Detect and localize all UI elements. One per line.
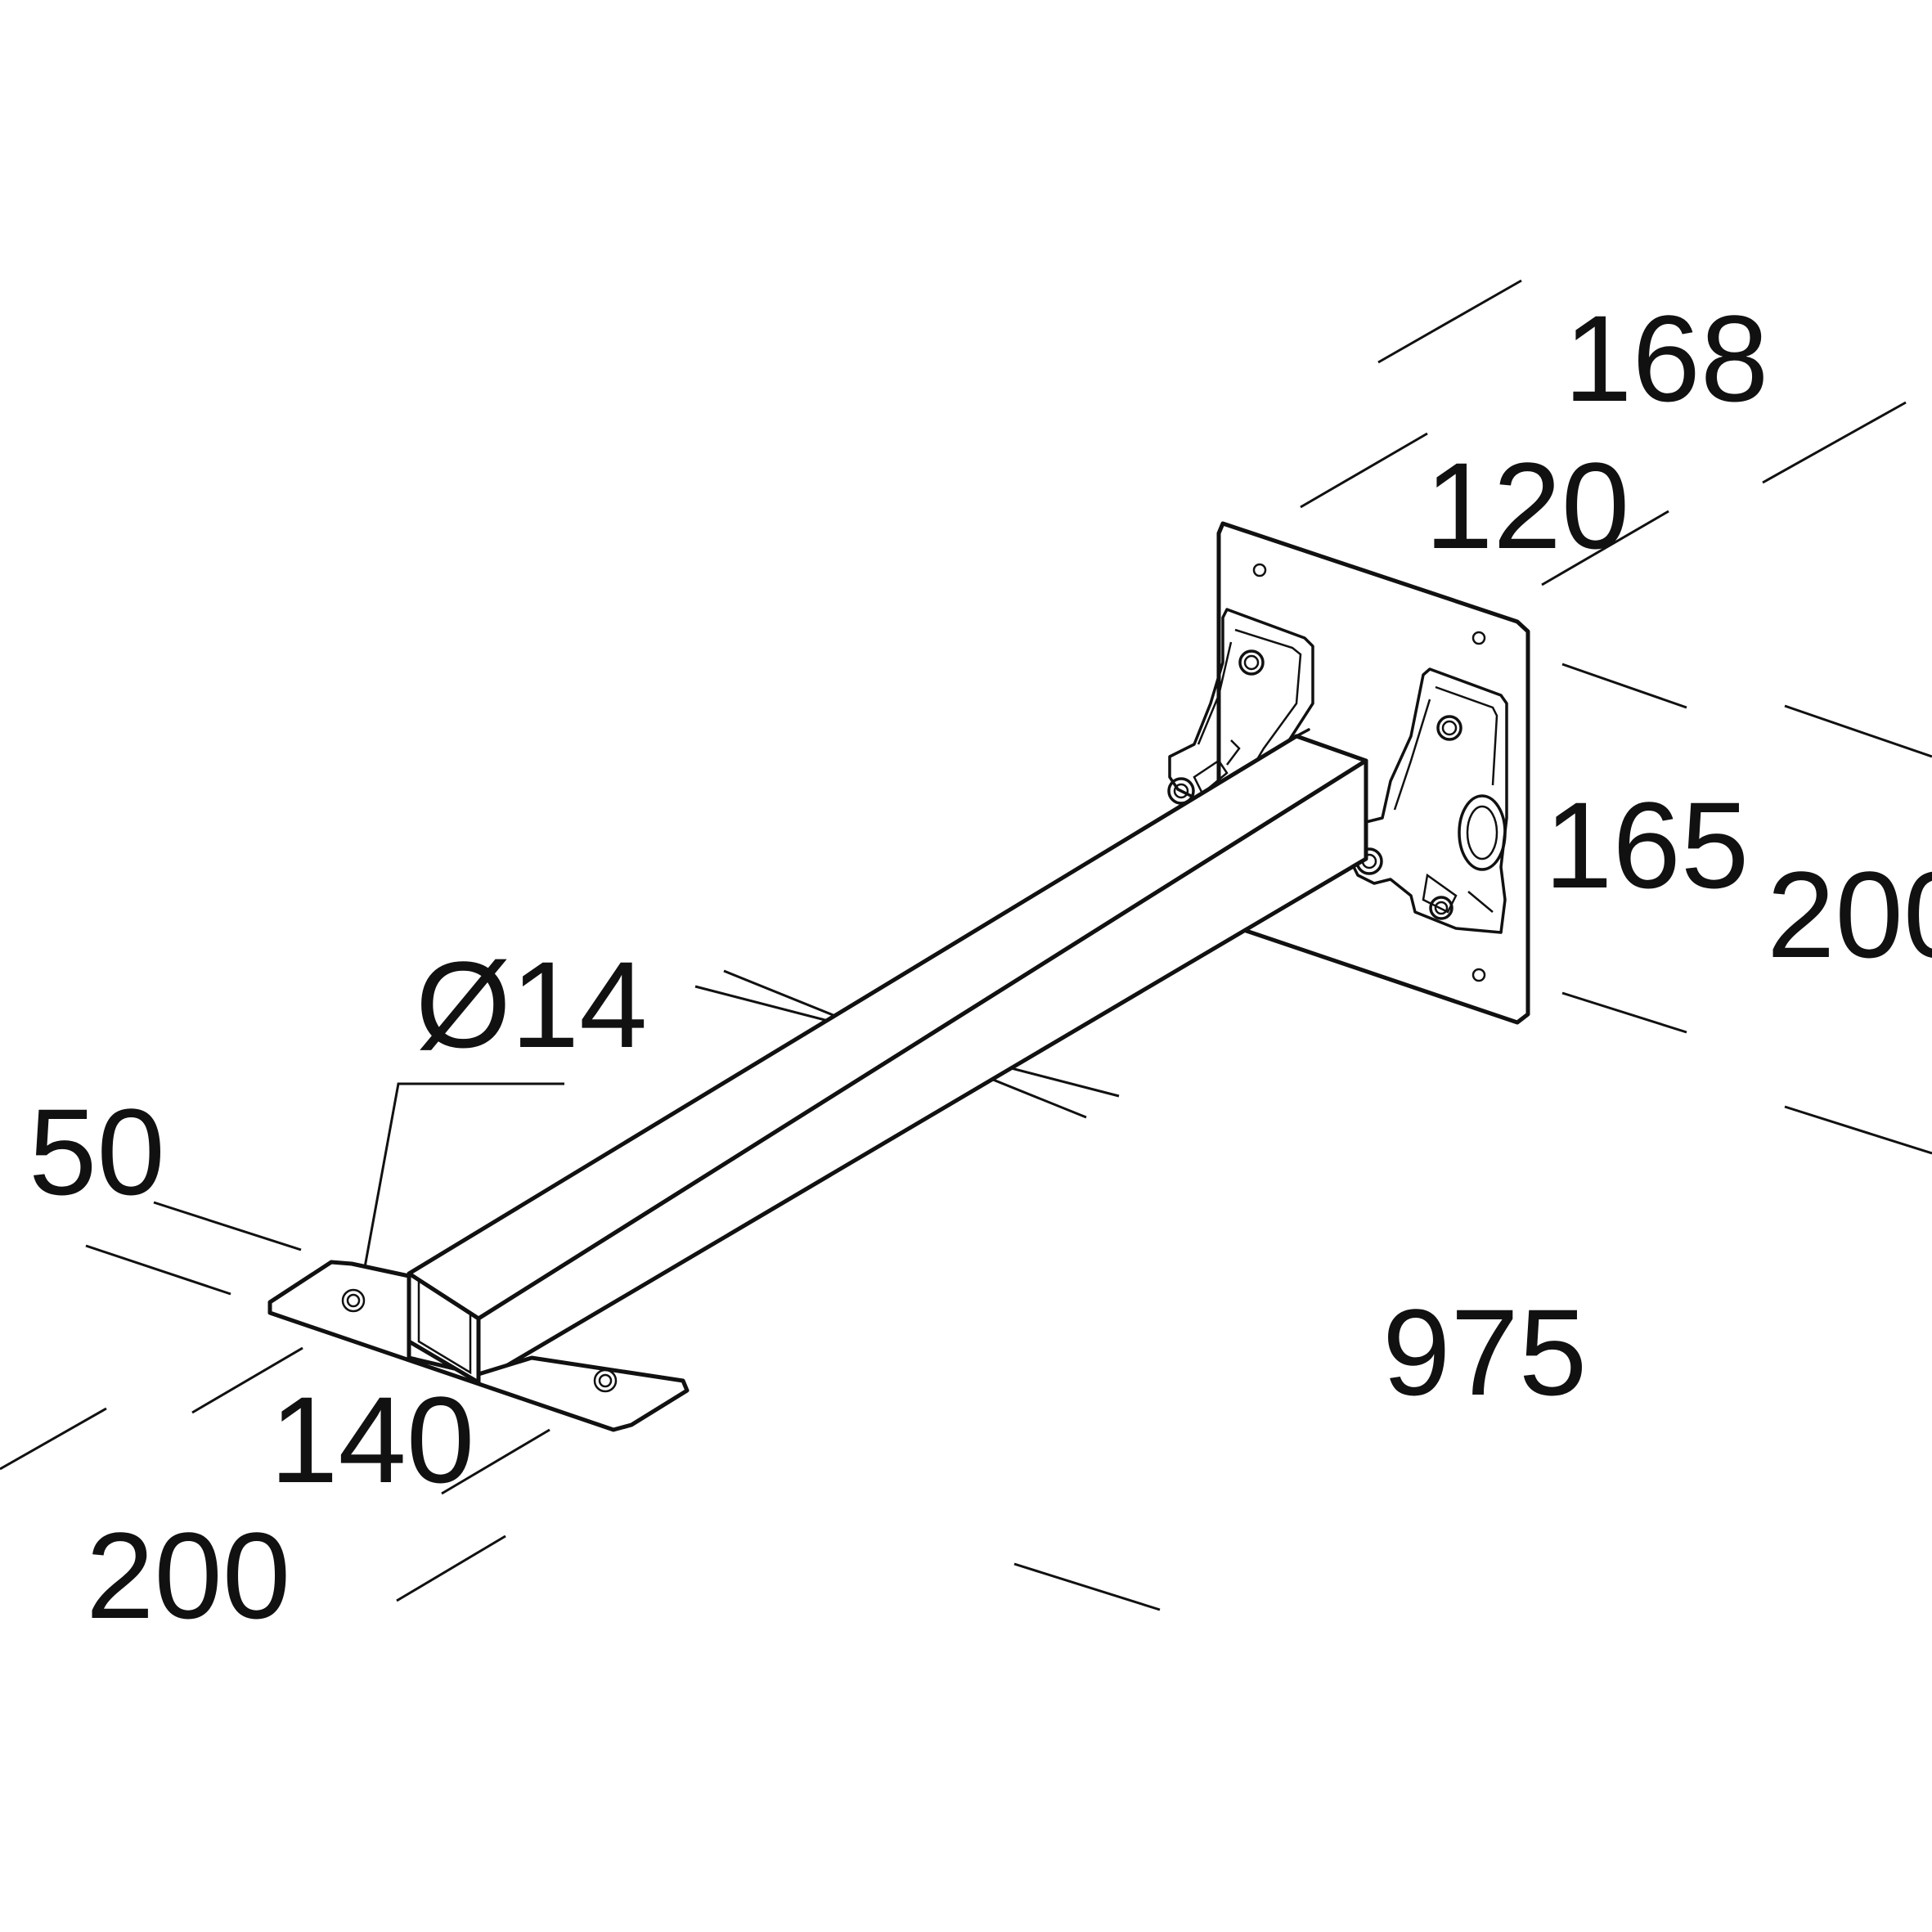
dim-975: 975: [1382, 1283, 1587, 1421]
dim-120: 120: [1425, 437, 1629, 574]
dim-50: 50: [29, 1083, 165, 1220]
dim-168: 168: [1564, 290, 1768, 427]
square-tube: [407, 728, 1368, 1385]
floor-plate: [267, 1260, 690, 1432]
dim-165: 165: [1544, 776, 1749, 914]
diameter-leader: [358, 1082, 564, 1295]
dim-diameter-14: Ø14: [416, 936, 648, 1073]
dim-200-right: 200: [1767, 846, 1932, 983]
dim-140: 140: [270, 1371, 474, 1508]
dim-200-left: 200: [86, 1507, 290, 1644]
